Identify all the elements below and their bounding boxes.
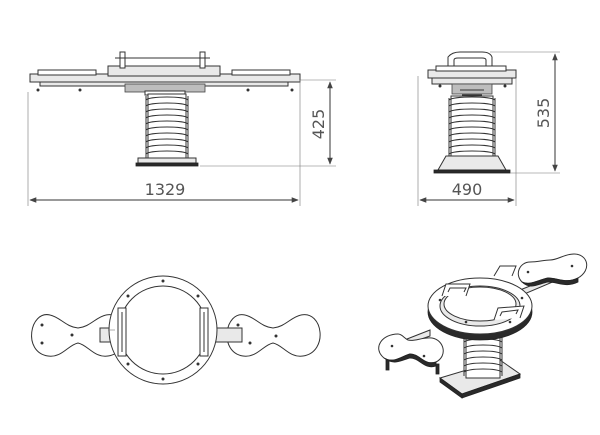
front-height-dimension: 425	[309, 109, 328, 140]
side-height-dimension: 535	[534, 98, 553, 129]
spring-side	[448, 95, 496, 157]
front-elevation-view: 1329 425	[27, 51, 336, 206]
side-width-dimension: 490	[452, 180, 483, 199]
isometric-view	[378, 253, 588, 399]
side-elevation-view: 490 535	[417, 51, 560, 206]
top-plan-view	[31, 275, 321, 385]
front-width-dimension: 1329	[145, 180, 186, 199]
spring-front	[145, 93, 189, 159]
